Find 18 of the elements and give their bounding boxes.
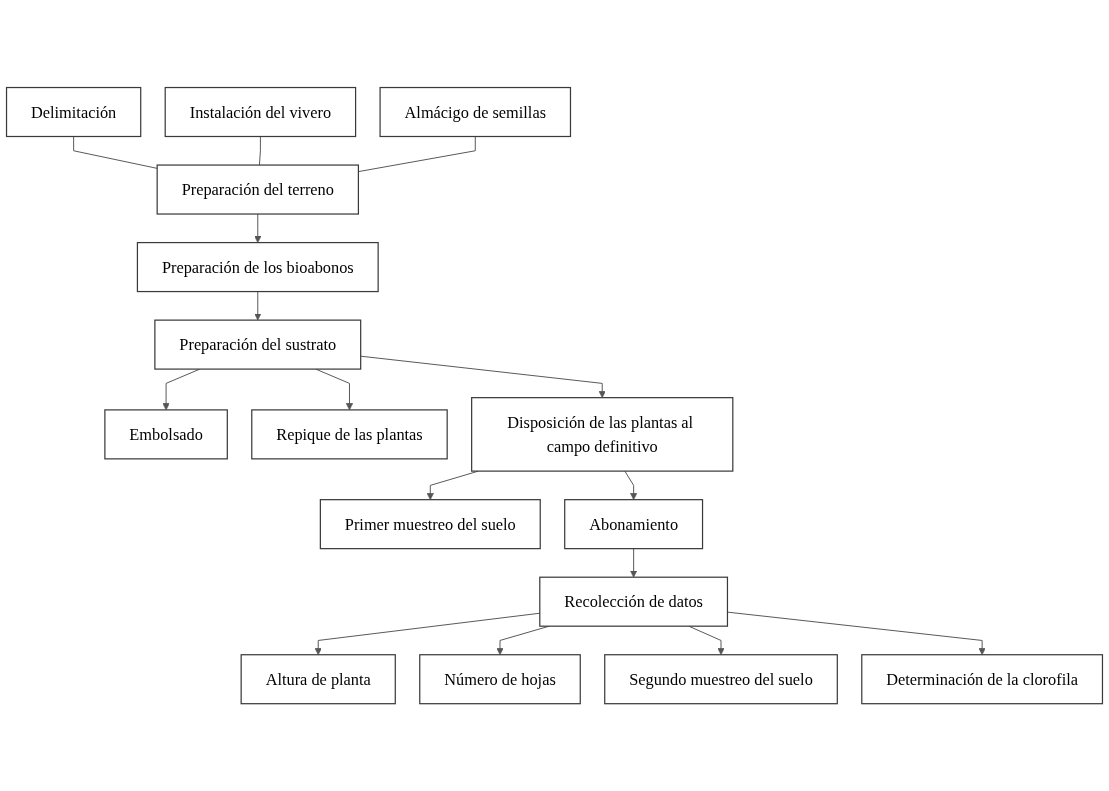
node-box: Número de hojas [419,654,581,705]
node-box: Embolsado [104,409,228,460]
connector [73,135,158,169]
connector [258,135,261,166]
node-box: Preparación del sustrato [154,319,362,370]
node-box: Abonamiento [564,498,704,550]
node-box: Segundo muestreo del suelo [604,654,838,705]
node-box: Preparación de los bioabonos [136,241,379,293]
node-box: Disposición de las plantas al campo definitivo [471,396,734,472]
node-box: Almácigo de semillas [379,86,572,137]
node-box: Repique de las plantas [251,409,448,460]
node-box: Altura de planta [240,654,396,705]
node-box: Preparación del terreno [156,164,359,215]
node-box: Delimitación [5,86,142,137]
node-box: Determinación de la clorofila [861,654,1104,705]
node-box: Recolección de datos [539,576,729,627]
node-box: Primer muestreo del suelo [319,498,541,550]
node-box: Instalación del vivero [164,86,357,137]
